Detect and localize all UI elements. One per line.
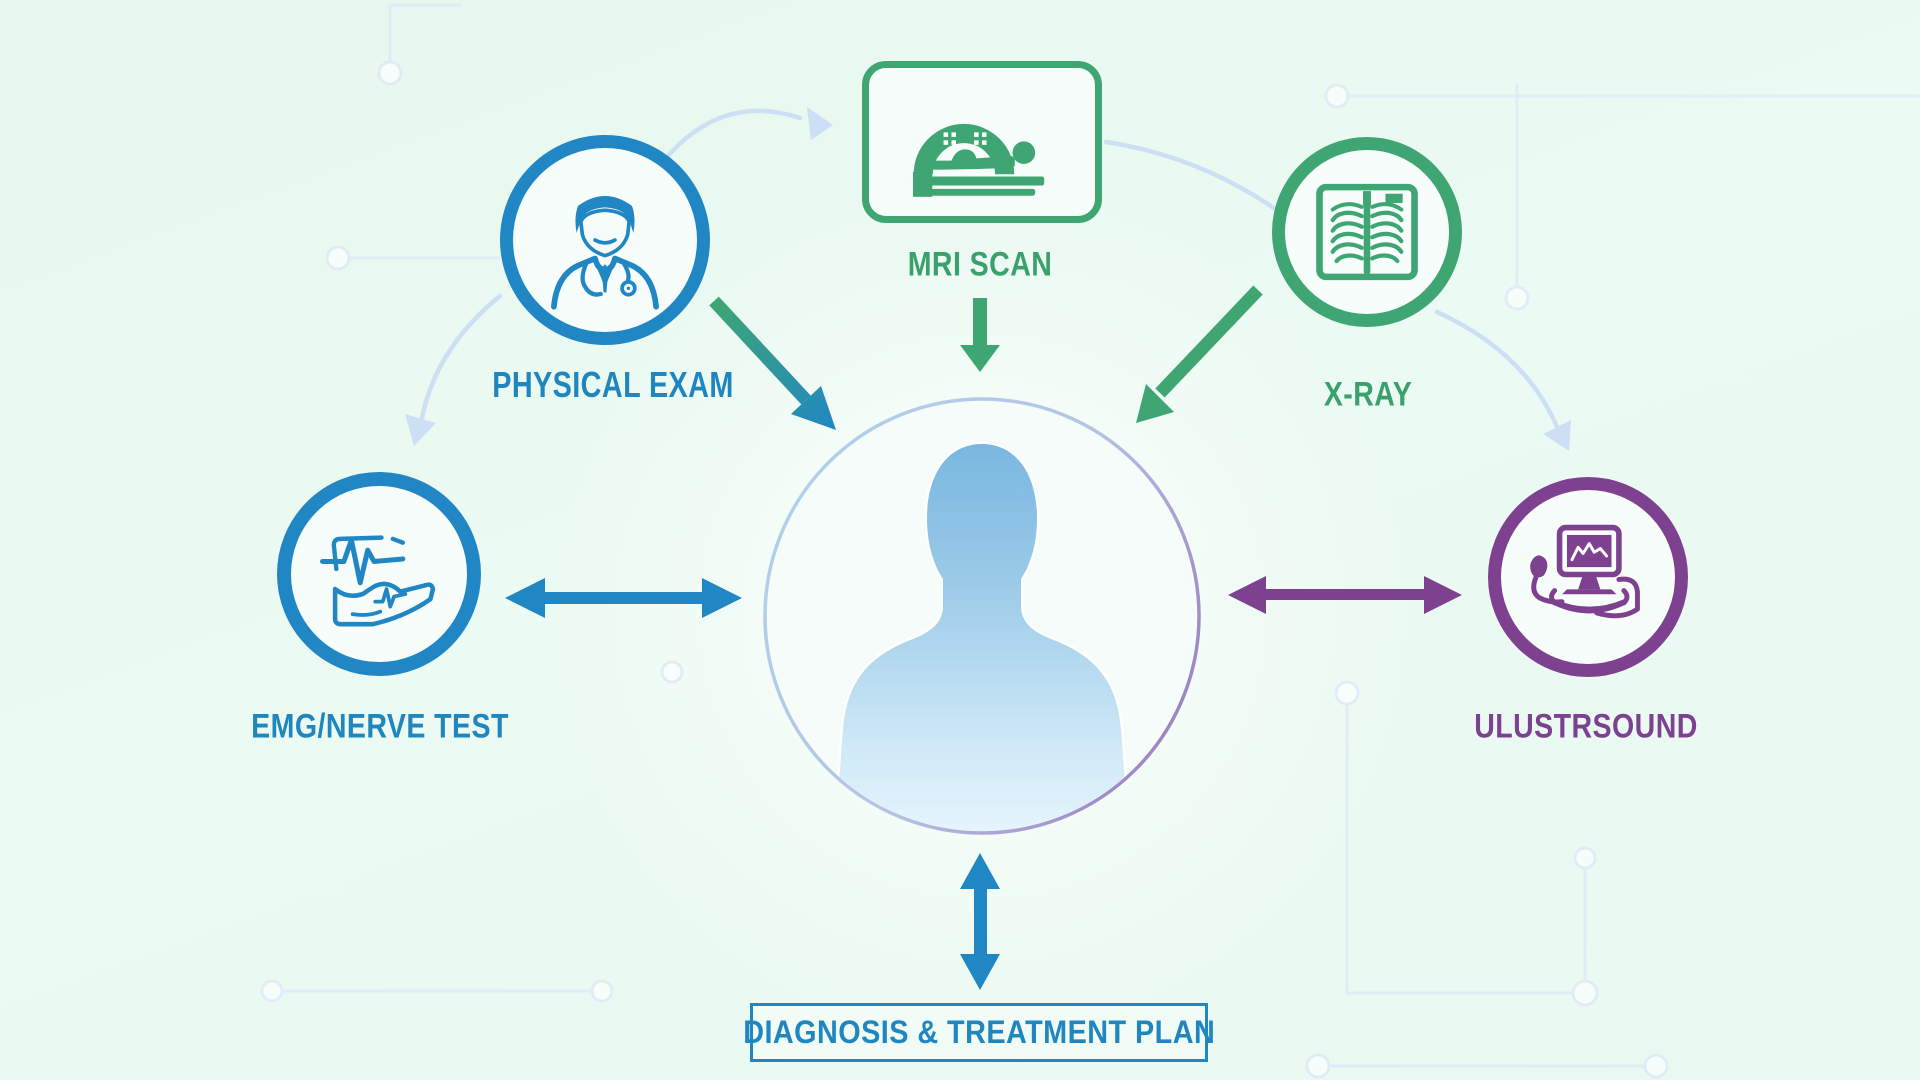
arc-exam-to-mri: [652, 108, 803, 175]
ultrasound-machine-icon: [1530, 524, 1640, 619]
arc-arrowhead-mri: [807, 107, 833, 140]
node-mri-scan: [862, 61, 1102, 223]
arrow-ultrasound-patient-two-way: [1228, 576, 1462, 614]
label-xray: X-RAY: [1323, 375, 1413, 414]
doctor-icon: [551, 195, 659, 310]
emg-waveform-arm-icon: [320, 535, 436, 627]
chest-xray-icon: [1316, 183, 1418, 281]
arc-exam-to-emg: [419, 293, 503, 421]
patient-hub: [763, 397, 1201, 835]
arrow-mri-to-patient: [960, 298, 1000, 372]
arrow-emg-patient-two-way: [505, 578, 742, 618]
mri-scanner-icon: [913, 123, 1045, 197]
arrow-patient-diagnosis-two-way: [960, 853, 1000, 990]
label-emg: EMG/NERVE TEST: [251, 707, 509, 746]
arc-xray-to-ultrasound: [1434, 309, 1560, 430]
guide-arcs: [405, 107, 1571, 451]
label-ultrasound: ULUSTRSOUND: [1474, 707, 1698, 746]
label-diagnosis: DIAGNOSIS & TREATMENT PLAN: [743, 1014, 1215, 1050]
flow-arrows: [505, 285, 1462, 990]
node-xray: [1272, 137, 1462, 327]
arc-arrowhead-ultrasound: [1543, 420, 1571, 451]
node-ultrasound: [1488, 477, 1688, 677]
node-physical-exam: [500, 135, 710, 345]
label-physical-exam: PHYSICAL EXAM: [492, 364, 734, 405]
arc-arrowhead-emg: [405, 414, 436, 446]
arrow-xray-to-patient: [1136, 285, 1263, 423]
diagnosis-treatment-box: DIAGNOSIS & TREATMENT PLAN: [743, 1003, 1215, 1062]
arrow-exam-to-patient: [709, 296, 836, 430]
arc-mri-to-xray: [1103, 139, 1291, 221]
circuit-traces: [260, 3, 1920, 1079]
patient-silhouette: [834, 441, 1130, 831]
label-mri-scan: MRI SCAN: [907, 245, 1053, 284]
node-emg: [277, 472, 481, 676]
